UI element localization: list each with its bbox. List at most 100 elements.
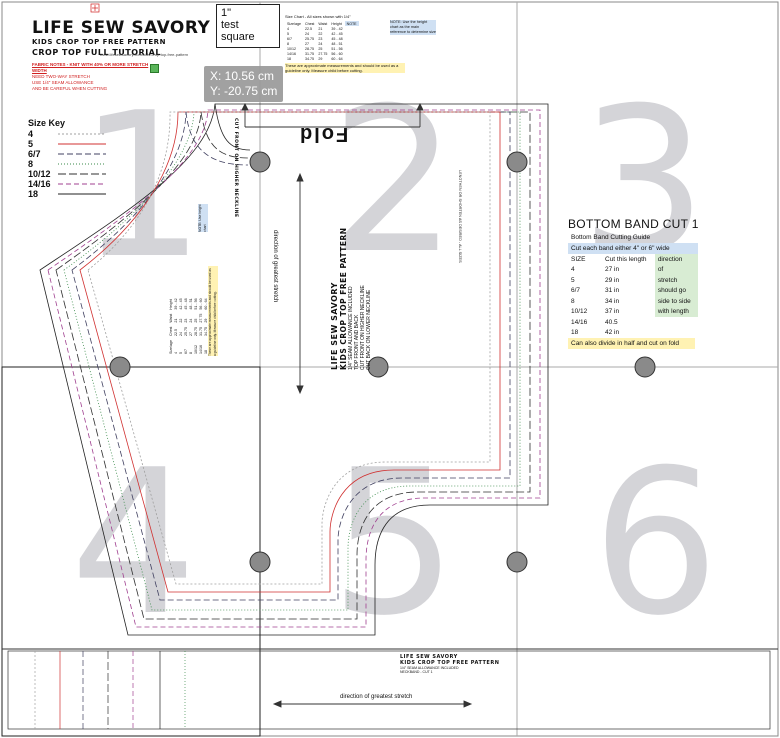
band-strip-grain-label: direction of greatest stretch [340,694,413,700]
size-key-label: 18 [28,189,39,199]
top-chart-cell: 29 [318,56,323,61]
top-chart-cell: 6/7 [287,36,292,41]
band-table-cell: 34 in [605,297,620,305]
top-chart-cell: 51 - 56 [331,46,343,51]
band-strip-brand: LIFE SEW SAVORY [400,654,458,660]
crosshair-icon [90,3,100,13]
brand-url[interactable]: www.lifesewsavory.com/kids-crop-top-free… [100,52,189,57]
band-table-cell: 40.5 [605,318,618,326]
top-chart-cell: 27 [305,41,309,46]
top-chart-cell: 14/16 [287,51,296,56]
top-chart-cell: 27.75 [318,51,328,56]
size-key-label: 14/16 [28,179,51,189]
coord-x: X: 10.56 cm [210,69,275,83]
necklines [185,103,251,166]
band-table-row: 8 34 in side to side [568,296,698,307]
top-chart-cell: 23 [318,36,323,41]
fabric-note-0: FABRIC NOTES - KNIT WITH 40% OR MORE STR… [32,62,149,73]
center-brand: LIFE SEW SAVORY [330,282,339,370]
top-chart-header: NOTE [344,21,359,26]
top-chart-cell: 42 - 45 [331,31,343,36]
size-key-item: 10/12 [28,169,118,179]
test-square: 1" test square [216,4,280,48]
rotated-chart-cell: 25.75 [183,327,188,336]
grain-arrow-center [296,172,304,395]
top-chart-cell: 60 - 64 [331,56,343,61]
size-key-label: 10/12 [28,169,51,179]
size-key-item: 4 [28,129,118,139]
page-number-5: 5 [330,427,457,660]
size-key-label: 6/7 [28,149,41,159]
fabric-note-2: USE 1/4" SEAM ALLOWANCE [32,80,94,85]
rotated-chart-cell: 28.75 [193,327,198,336]
brand-subtitle-1: KIDS CROP TOP FREE PATTERN [32,38,166,46]
top-chart-cell: 22 [318,31,323,36]
size-key-item: 18 [28,189,118,199]
page-number-1: 1 [78,70,205,303]
page-number-4: 4 [70,427,197,660]
test-square-line2: test [221,19,239,31]
band-strip-labels: LIFE SEW SAVORY KIDS CROP TOP FREE PATTE… [400,654,499,674]
band-table-cell: 18 [571,329,579,337]
band-table-cell: side to side [654,296,698,307]
band-table-cell [655,317,698,328]
top-size-chart: Size Chart - All sizes shown with 1/4" S… [285,14,435,73]
rotated-chart-header: Size/age [168,340,173,354]
grain-arrow-band [272,700,473,708]
size-key-label: 4 [28,129,34,139]
top-chart-cell: 24 [305,31,309,36]
top-chart-cell: 25 [318,46,323,51]
band-header-length: Cut this length [605,255,647,263]
test-square-size: 1" [221,7,232,19]
band-table-header: SIZE Cut this length direction [568,254,698,265]
top-chart-cell: 21 [318,26,323,31]
outline-size-6-7 [71,111,511,601]
registration-marks [109,151,656,573]
top-chart-footer: These are approximate measurements and s… [285,63,405,73]
top-chart-cell: 18 [287,56,291,61]
brand-title: LIFE SEW SAVORY [32,18,211,38]
top-chart-cell: 31.75 [305,51,314,56]
band-table-cell [655,328,698,339]
top-chart-cell: 34.75 [305,56,314,61]
top-chart-title: Size Chart - All sizes shown with 1/4" [285,14,351,19]
size-key-swatch [58,153,106,155]
lengthen-label: LENGTHEN OR SHORTEN AS DESIRED - ALL SIZ… [458,170,462,263]
top-chart-header: Size/age [287,21,301,26]
rotated-chart-cell: 56 - 60 [198,298,203,310]
band-strip-seam: 1/4" SEAM ALLOWANCE INCLUDED [400,666,459,670]
band-table-cell: 8 [571,297,575,305]
top-chart-cell: 48 - 51 [331,41,343,46]
outline-size-5 [79,111,501,593]
rotated-chart-cell: 48 - 51 [188,298,193,310]
band-guide-title: Bottom Band Cutting Guide [571,234,651,241]
size-key-swatch [58,133,106,135]
band-header-size: SIZE [571,255,586,263]
band-table-cell: 31 in [605,287,620,295]
size-key-swatch [58,183,106,185]
band-strip [7,650,771,730]
band-table-cell: 6/7 [571,287,581,295]
top-chart-header: Height [331,21,342,26]
size-key-swatch [58,163,106,165]
band-table-cell: 5 [571,276,575,284]
size-key-title: Size Key [28,118,66,128]
size-key-label: 8 [28,159,34,169]
coord-y: Y: -20.75 cm [210,84,278,98]
size-key-swatch [58,143,106,145]
size-key-label: 5 [28,139,34,149]
top-chart-cell: 25.75 [305,36,314,41]
band-table-cell: 37 in [605,308,620,316]
neckline-note: CUT FRONT ON HIGHER NECKLINE [233,118,238,218]
